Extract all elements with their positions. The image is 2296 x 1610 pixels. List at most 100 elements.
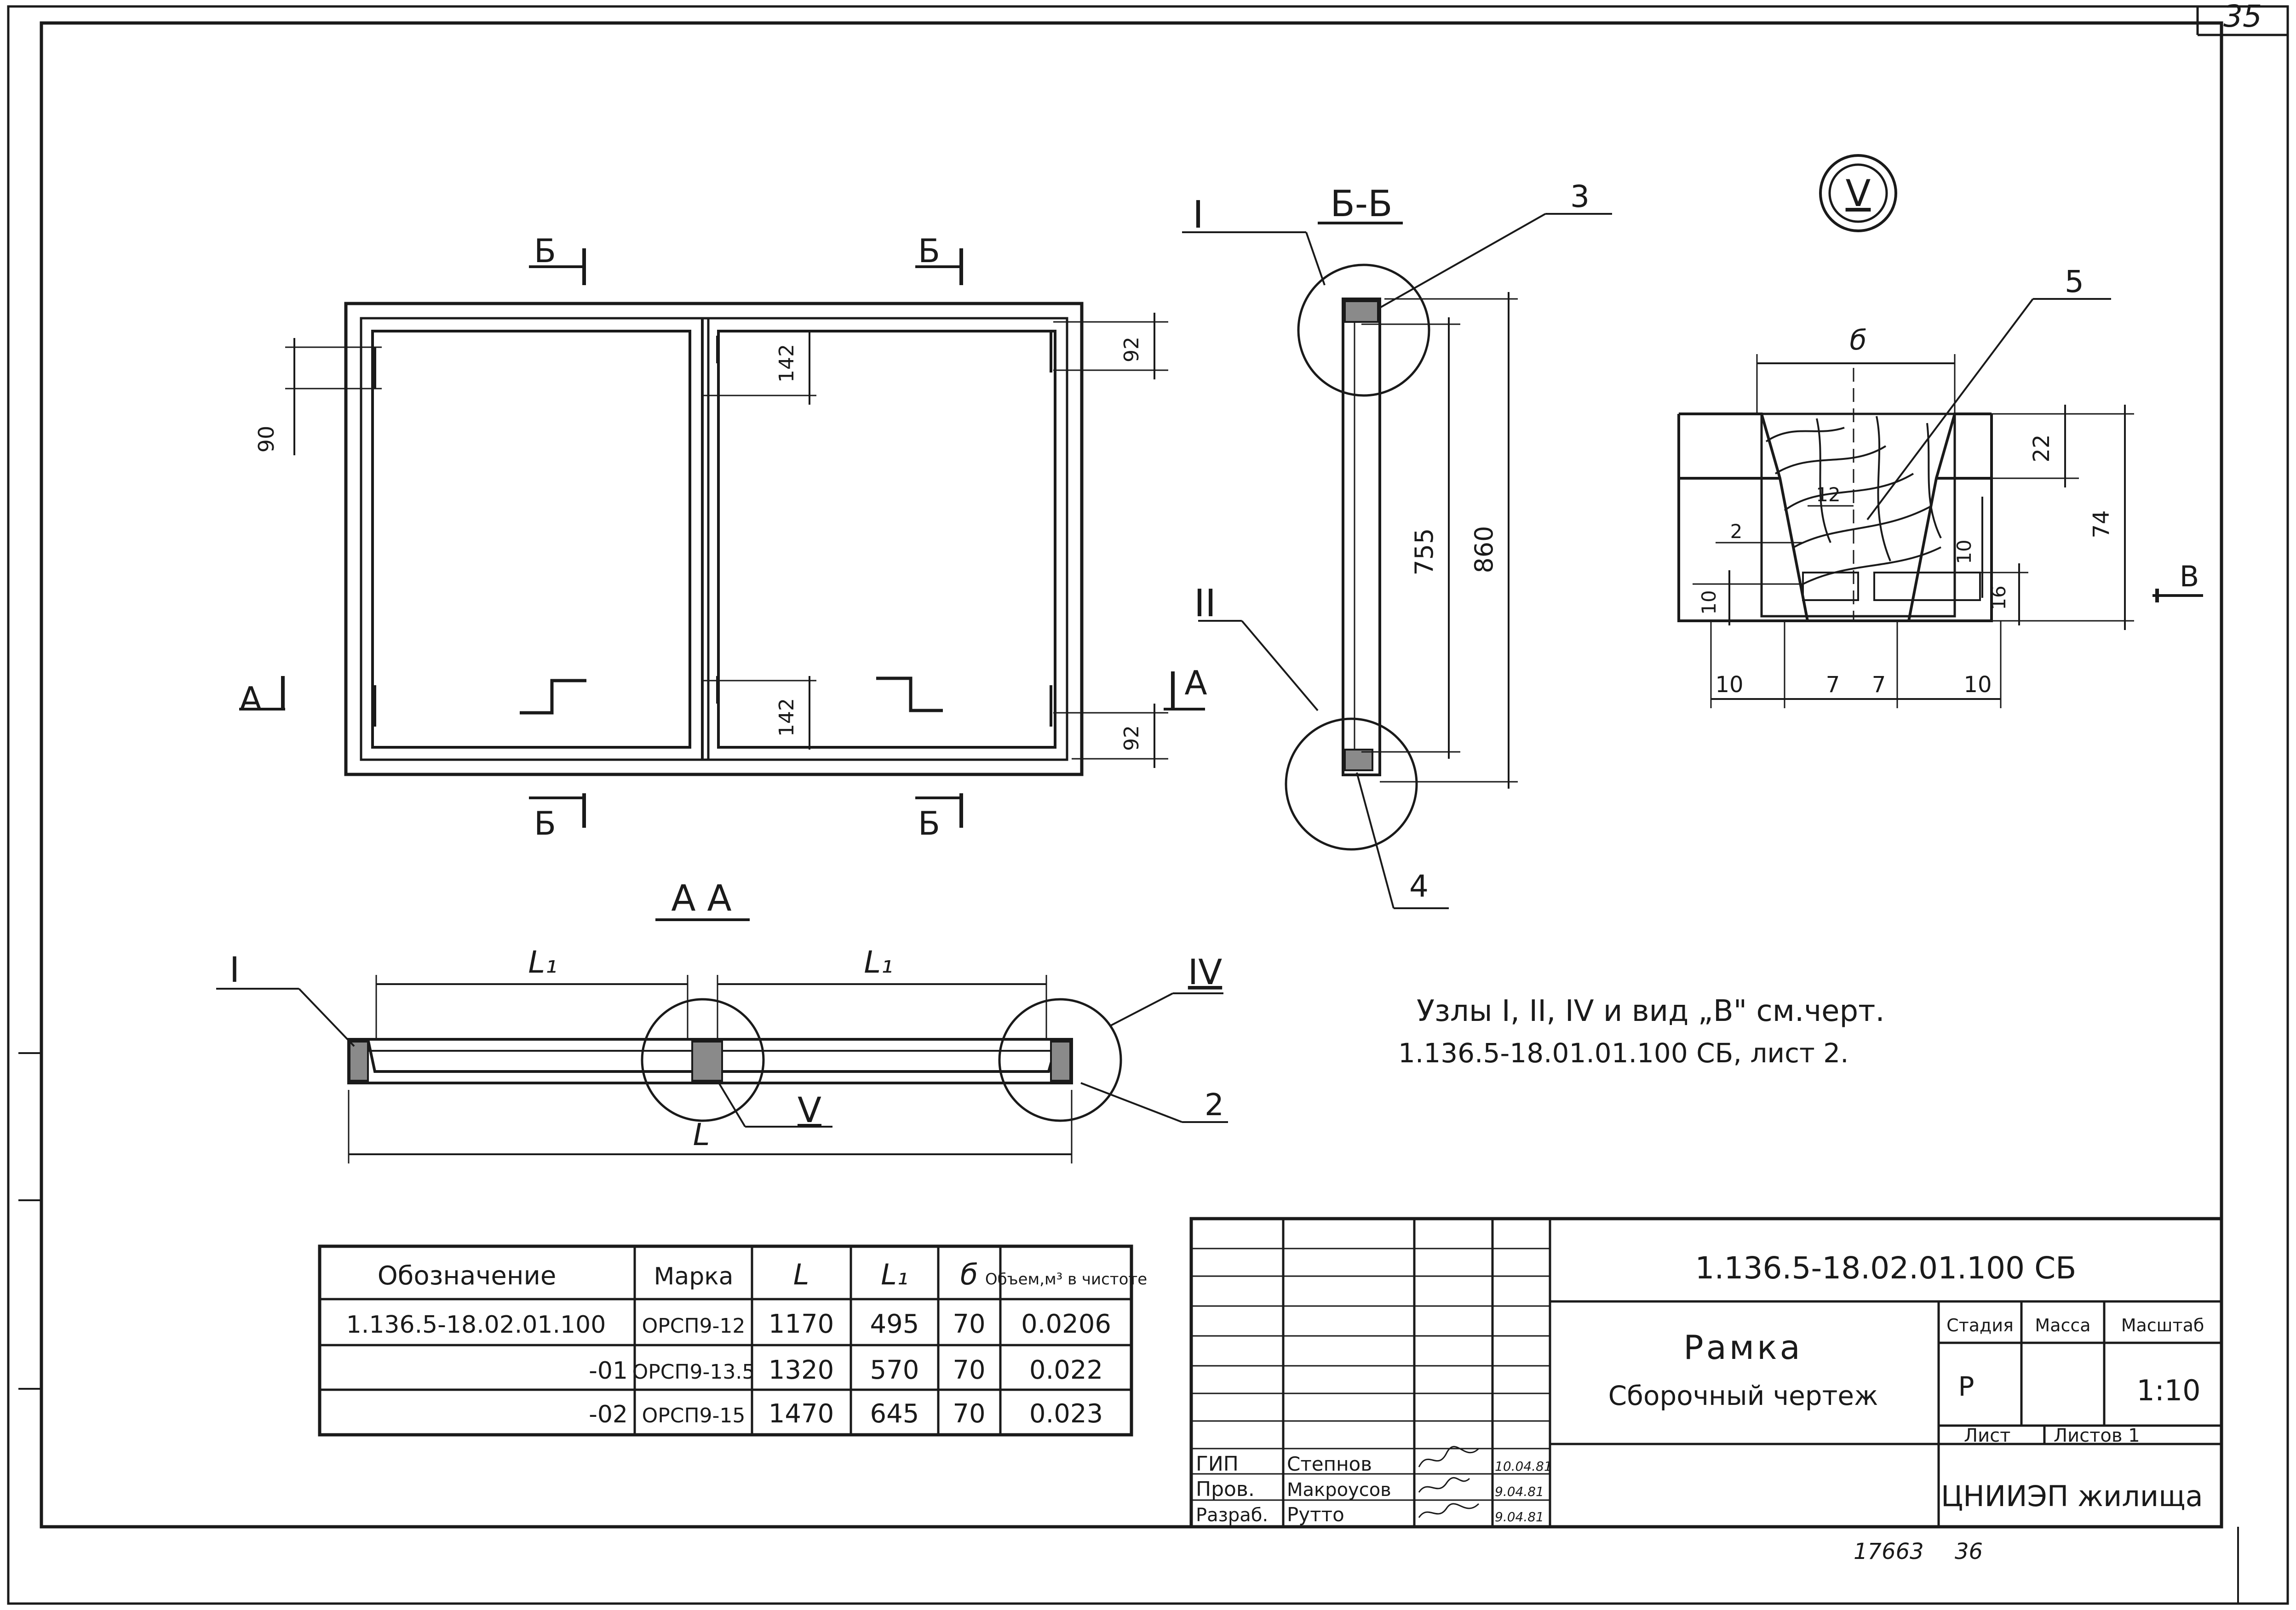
- detail-circle-II: [1285, 717, 1418, 851]
- svg-text:1320: 1320: [769, 1355, 834, 1385]
- detail-v-marker-inner: [1828, 163, 1888, 223]
- svg-text:0.022: 0.022: [1029, 1355, 1103, 1385]
- callout-I: I: [1193, 193, 1204, 237]
- dim-L: L: [693, 1117, 710, 1152]
- section-mark-bottom-right: Б: [915, 793, 963, 842]
- sheets-label: Листов 1: [2054, 1425, 2140, 1446]
- dimension-142-bottom: 142: [702, 676, 816, 750]
- dimension-142-top: 142: [702, 331, 816, 405]
- archive-sheet: 36: [1955, 1539, 1983, 1564]
- svg-text:645: 645: [870, 1399, 919, 1429]
- pos-3: 3: [1570, 179, 1590, 214]
- mass-label: Масса: [2035, 1315, 2090, 1335]
- svg-text:Макроусов: Макроусов: [1287, 1479, 1391, 1501]
- dimension-92-bottom: 92: [1053, 704, 1168, 768]
- dim-L1-right: L₁: [864, 945, 893, 980]
- dim-2: 2: [1730, 520, 1743, 543]
- cut-mark-left: А: [239, 676, 285, 718]
- signature-mark: [1418, 1477, 1470, 1493]
- svg-text:1170: 1170: [769, 1309, 834, 1339]
- frame-outer: [344, 302, 1084, 776]
- svg-text:ОРСП9-15: ОРСП9-15: [642, 1404, 746, 1427]
- dim-L1-left: L₁: [528, 945, 557, 980]
- section-bb-title: Б-Б: [1330, 183, 1392, 225]
- svg-text:Б: Б: [918, 232, 940, 270]
- svg-text:92: 92: [1120, 725, 1143, 751]
- svg-text:-02: -02: [589, 1401, 628, 1428]
- svg-text:ГИП: ГИП: [1196, 1452, 1239, 1476]
- signature-mark: [1418, 1446, 1480, 1467]
- svg-text:Пров.: Пров.: [1196, 1478, 1255, 1501]
- svg-text:А: А: [1184, 664, 1207, 702]
- section-mark-bottom-left: Б: [529, 793, 586, 842]
- glass-right: [717, 330, 1056, 749]
- table-header-mark: Марка: [654, 1263, 733, 1290]
- signature-row: Разраб. Рутто 9.04.81: [1196, 1503, 1544, 1526]
- spec-table: Обозначение Марка L L₁ б Объем,м³ в чист…: [318, 1244, 1147, 1437]
- table-header-volume: Объем,м³ в чистоте: [985, 1270, 1147, 1289]
- svg-text:-01: -01: [589, 1357, 628, 1385]
- svg-text:142: 142: [775, 698, 798, 737]
- signature-row: Пров. Макроусов 9.04.81: [1196, 1477, 1544, 1501]
- bottom-dim-1: 10: [1715, 672, 1743, 698]
- note: Узлы I, II, IV и вид „В" см.черт. 1.136.…: [1398, 994, 1885, 1069]
- svg-text:9.04.81: 9.04.81: [1495, 1509, 1544, 1524]
- view-b: В: [2180, 560, 2199, 593]
- svg-text:70: 70: [953, 1309, 985, 1339]
- svg-text:Б: Б: [918, 805, 940, 842]
- table-row: -02 ОРСП9-15 1470 645 70 0.023: [589, 1399, 1103, 1429]
- section-profile: [1342, 298, 1381, 776]
- stage-label: Стадия: [1946, 1315, 2014, 1335]
- dim-755: 755: [1410, 528, 1439, 575]
- table-row: -01 ОРСП9-13.5 1320 570 70 0.022: [589, 1355, 1103, 1385]
- pos-5: 5: [2065, 264, 2084, 299]
- bottom-dim-2: 7: [1826, 672, 1840, 698]
- detail-v-bead: [1760, 413, 1956, 618]
- svg-text:1.136.5-18.02.01.100: 1.136.5-18.02.01.100: [346, 1311, 606, 1339]
- note-line-1: Узлы I, II, IV и вид „В" см.черт.: [1417, 994, 1885, 1028]
- table-header-b: б: [960, 1258, 978, 1291]
- dim-22: 22: [2029, 434, 2055, 462]
- svg-text:Б: Б: [534, 232, 556, 270]
- svg-text:ОРСП9-12: ОРСП9-12: [642, 1314, 746, 1338]
- dim-74: 74: [2089, 510, 2114, 538]
- svg-text:70: 70: [953, 1355, 985, 1385]
- pos-4: 4: [1409, 869, 1429, 904]
- plan-view: Б Б Б Б А А: [239, 232, 1207, 842]
- svg-text:142: 142: [775, 344, 798, 383]
- handle-symbol-left: [520, 679, 586, 715]
- dim-16: 16: [1987, 585, 2010, 610]
- detail-v-marker-outer: [1819, 154, 1897, 232]
- sheet-frame: 35 17663 36: [7, 0, 2289, 1605]
- svg-text:А: А: [239, 680, 262, 718]
- dim-12: 12: [1816, 483, 1840, 506]
- svg-text:0.023: 0.023: [1029, 1399, 1103, 1429]
- svg-text:570: 570: [870, 1355, 919, 1385]
- glass-left: [371, 330, 691, 749]
- dim-10-vert: 10: [1953, 539, 1975, 564]
- table-row: 1.136.5-18.02.01.100 ОРСП9-12 1170 495 7…: [346, 1309, 1111, 1339]
- stage-value: Р: [1958, 1371, 1975, 1402]
- dimension-92-top: 92: [1053, 313, 1168, 379]
- callout-aa-IV: IV: [1188, 951, 1222, 992]
- bottom-dim-4: 10: [1963, 672, 1992, 698]
- dim-10-left: 10: [1698, 590, 1720, 614]
- section-bb: Б-Б I II 3 4 755 860: [1182, 179, 1612, 909]
- detail-v-profile: [1677, 413, 1993, 622]
- svg-text:1470: 1470: [769, 1399, 834, 1429]
- svg-text:ОРСП9-13.5: ОРСП9-13.5: [632, 1360, 755, 1384]
- frame-inner: [360, 317, 1068, 761]
- section-mark-top-left: Б: [529, 232, 586, 285]
- dimension-90: 90: [254, 338, 382, 455]
- detail-circle-I: [1297, 264, 1430, 397]
- cut-mark-right: А: [1164, 664, 1207, 710]
- sheet-number: 35: [2223, 0, 2262, 34]
- archive-number: 17663: [1854, 1539, 1924, 1564]
- svg-text:70: 70: [953, 1399, 985, 1429]
- title-block: 1.136.5-18.02.01.100 СБ Рамка Сборочный …: [1189, 1217, 2223, 1529]
- scale-label: Масштаб: [2121, 1315, 2204, 1335]
- dim-860: 860: [1469, 526, 1498, 573]
- section-mark-top-right: Б: [915, 232, 963, 285]
- table-header-L: L: [793, 1258, 809, 1291]
- callout-aa-I: I: [230, 949, 240, 990]
